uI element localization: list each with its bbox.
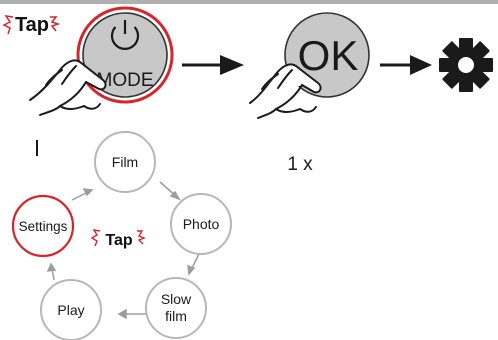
cycle-node-slow-film: Slow film [145,277,207,339]
gear-icon [439,38,493,92]
right-arrow-icon [380,55,432,75]
mode-button[interactable]: MODE [76,6,174,104]
cycle-node-photo: Photo [170,193,232,255]
mode-button-label: MODE [97,70,154,91]
cycle-node-play: Play [40,279,102,340]
cycle-node-label: Photo [183,216,220,232]
tap-badge-center: Tap [90,229,146,249]
tap-badge-top: Tap [2,14,61,36]
cycle-node-label: Play [57,302,84,318]
power-icon [110,20,140,50]
cycle-node-label: Slow [161,291,192,307]
ok-button-label: OK [298,32,359,79]
pointing-hand-icon [249,63,322,119]
burst-icon [90,229,146,247]
cycle-node-label: Film [112,154,138,170]
press-count: 1 x [287,154,313,175]
burst-icon [2,15,61,35]
tap-badge-label: Tap [105,232,132,249]
tap-badge-label: Tap [15,14,49,36]
cycle-node-label: Settings [19,219,68,234]
cycle-node-settings: Settings [11,194,75,258]
right-arrow-icon [182,55,244,75]
mode-cycle: Film Photo Slow film Play Settings [11,131,232,340]
cycle-node-label-line2: film [165,308,187,324]
pointing-hand-icon [29,59,107,116]
top-strip [0,0,498,4]
cycle-arrows [46,181,201,320]
cycle-node-film: Film [94,131,156,193]
